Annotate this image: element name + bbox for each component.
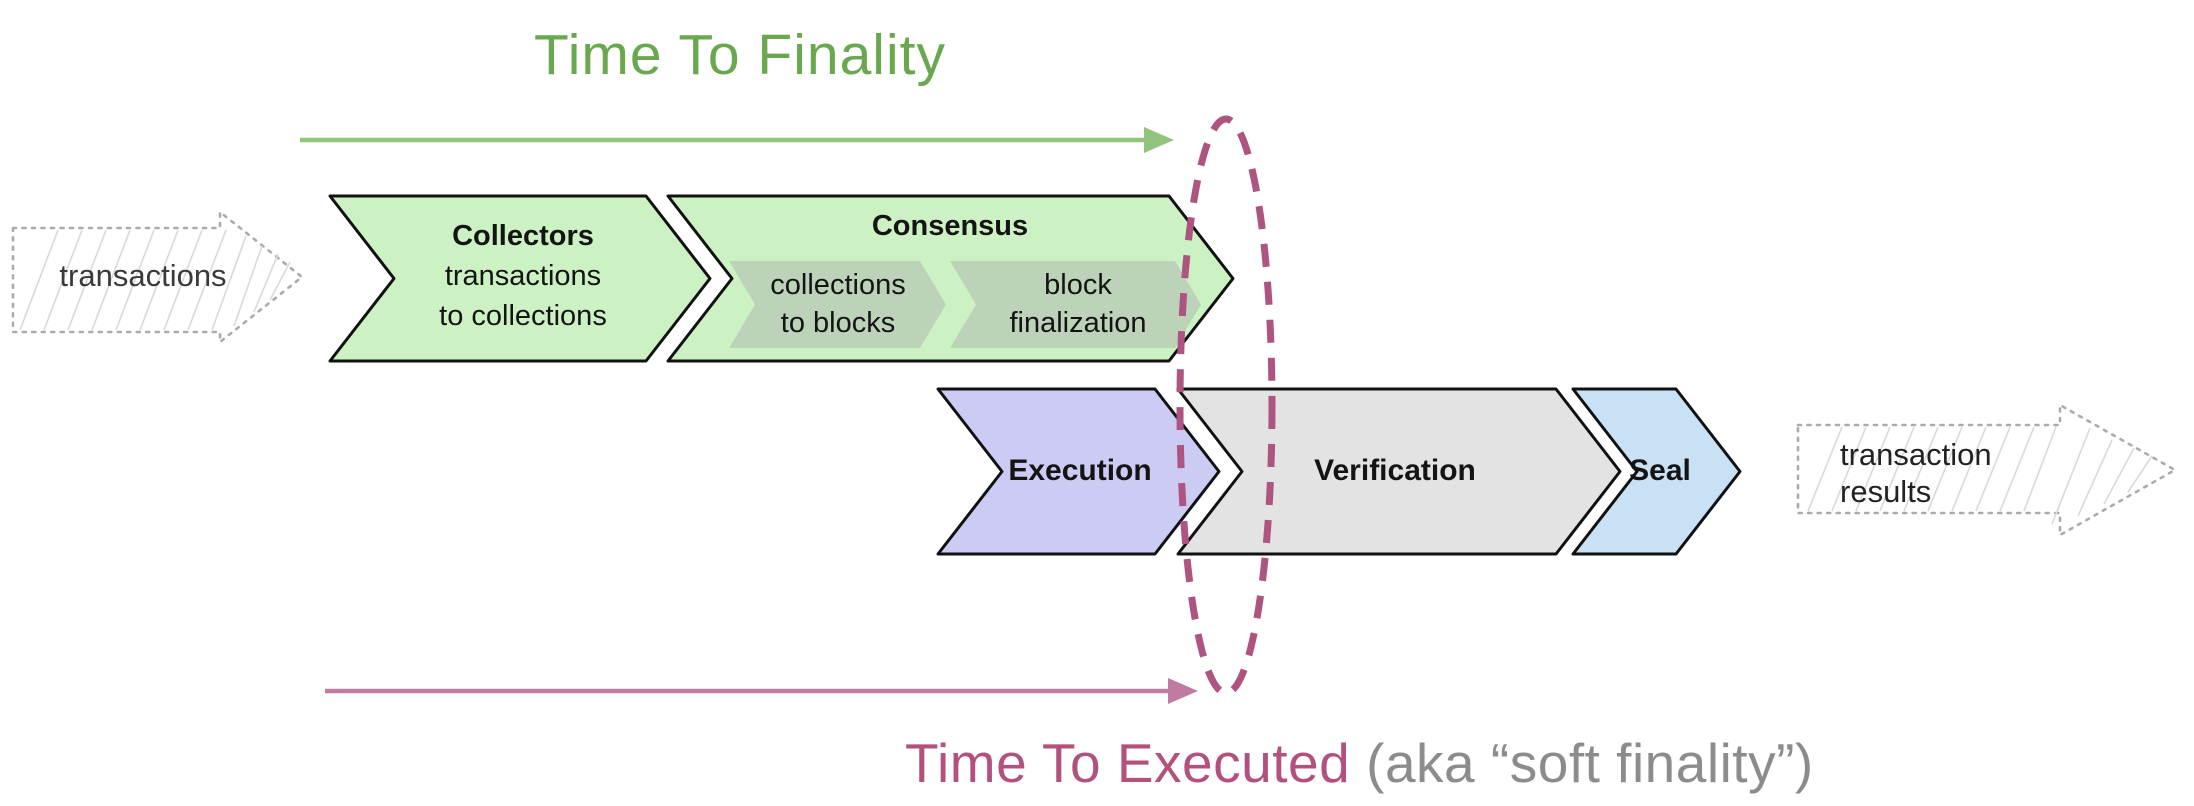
time-to-executed-title: Time To Executed(aka “soft finality”) xyxy=(905,731,1814,795)
transactions-input-label: transactions xyxy=(59,258,227,293)
collectors-line1: transactions xyxy=(444,260,602,292)
time-to-executed-text: Time To Executed xyxy=(905,732,1351,794)
finality-arrow-head xyxy=(1144,127,1174,153)
transactions-input-arrow xyxy=(11,210,304,344)
executed-arrow-head xyxy=(1168,678,1198,704)
block-finalization-line2: finalization xyxy=(1009,307,1147,339)
transaction-results-line2: results xyxy=(1840,474,1932,509)
transactions-arrow-outline xyxy=(11,210,304,344)
collectors-chevron xyxy=(328,194,712,363)
execution-chevron xyxy=(936,387,1221,556)
transaction-results-label: transaction results xyxy=(1840,436,1992,510)
soft-finality-highlight-ellipse xyxy=(1176,115,1276,697)
time-to-finality-title: Time To Finality xyxy=(534,23,946,87)
execution-title: Execution xyxy=(1008,454,1152,487)
collections-to-blocks-label: collections to blocks xyxy=(738,266,938,342)
collectors-line2: to collections xyxy=(439,300,607,332)
results-arrow-outline xyxy=(1796,403,2177,537)
block-finalization-subchevron xyxy=(950,261,1201,348)
transaction-results-output-arrow xyxy=(1796,403,2177,537)
executed-timeline-arrow xyxy=(325,678,1198,704)
seal-title: Seal xyxy=(1629,454,1691,487)
seal-chevron xyxy=(1571,387,1742,556)
collections-to-blocks-line1: collections xyxy=(770,269,906,301)
collectors-title: Collectors xyxy=(452,220,594,252)
consensus-title: Consensus xyxy=(871,210,1029,242)
block-finalization-line1: block xyxy=(1044,269,1112,301)
finality-timeline-arrow xyxy=(300,127,1174,153)
transaction-results-line1: transaction xyxy=(1840,437,1992,472)
soft-finality-note: (aka “soft finality”) xyxy=(1366,732,1814,794)
collections-to-blocks-subchevron xyxy=(729,261,946,348)
collections-to-blocks-line2: to blocks xyxy=(780,307,896,339)
transactions-arrow-hatch xyxy=(19,229,291,331)
verification-chevron xyxy=(1176,387,1622,556)
block-finalization-label: block finalization xyxy=(978,266,1178,342)
results-arrow-hatch xyxy=(1807,426,2153,525)
collectors-label: Collectors transactions to collections xyxy=(398,216,648,336)
verification-title: Verification xyxy=(1314,454,1476,487)
